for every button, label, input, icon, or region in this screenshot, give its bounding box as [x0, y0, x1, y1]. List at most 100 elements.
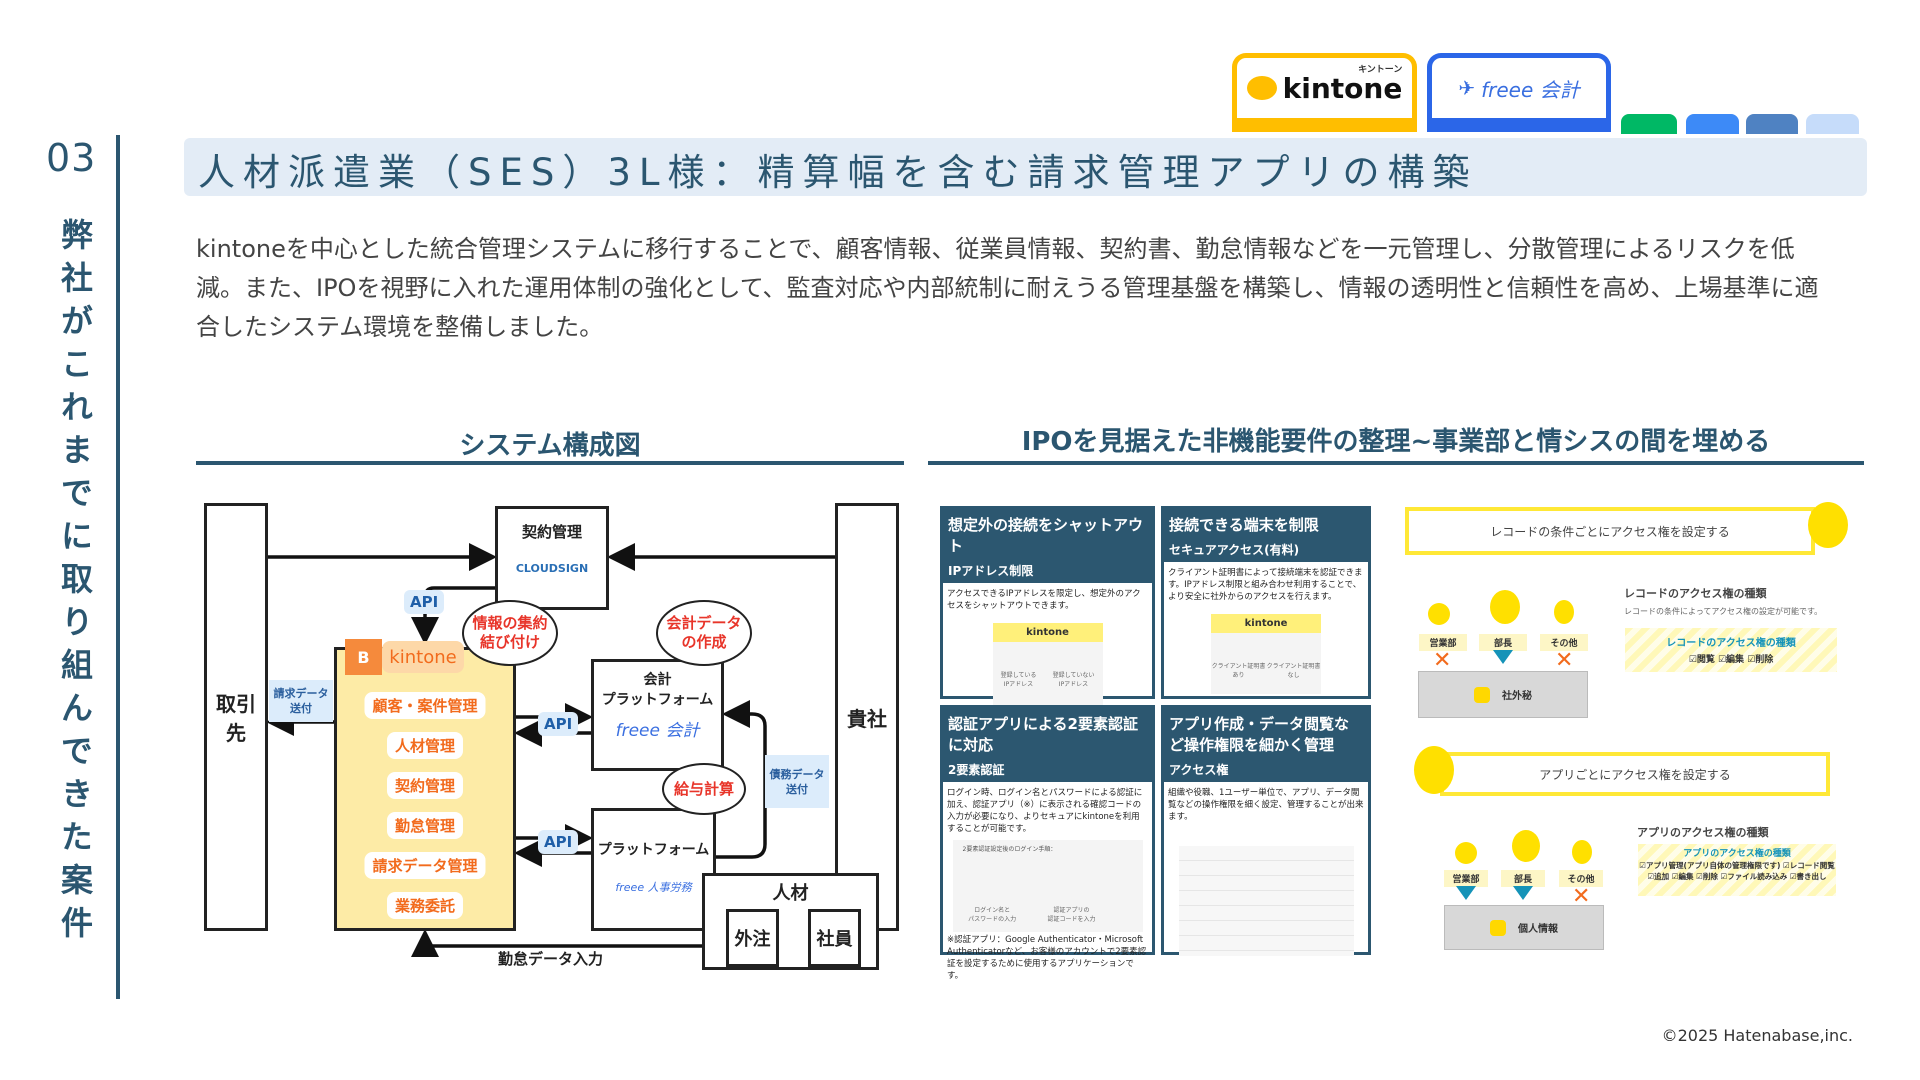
card-subtitle: IPアドレス制限: [948, 564, 1034, 578]
api-label: API: [538, 712, 579, 736]
record-types-title: レコードのアクセス権の種類: [1624, 587, 1767, 600]
ill-label: 登録していない IPアドレス: [1052, 672, 1095, 688]
tab-freee[interactable]: ✈ freee 会計: [1427, 53, 1611, 132]
cloudsign-logo: CLOUDSIGN: [515, 562, 589, 575]
title-bar: [184, 138, 1867, 196]
system-diagram-heading: システム構成図: [459, 431, 641, 461]
card-subtitle: 2要素認証: [948, 763, 1005, 777]
card-title: 接続できる端末を制限: [1169, 516, 1319, 534]
mascot-lock-icon: [1414, 746, 1454, 794]
record-table-thumbnail: 社外秘: [1418, 671, 1588, 718]
api-label: API: [404, 590, 445, 614]
card-footnote: ※認証アプリ：Google Authenticator・Microsoft Au…: [947, 935, 1147, 981]
record-types-desc: レコードの条件によってアクセス権の設定が可能です。: [1624, 607, 1823, 616]
perm: ファイル読み込み: [1727, 872, 1788, 881]
copyright: ©2025 Hatenabase,inc.: [1661, 1026, 1853, 1045]
ill-label: ログイン名と パスワードの入力: [968, 907, 1017, 923]
lock-icon: [1474, 686, 1490, 703]
role-label: その他: [1559, 870, 1603, 887]
tab-green[interactable]: [1621, 114, 1677, 134]
secure-illustration: kintone クライアント証明書 ありクライアント証明書 なし: [1211, 614, 1321, 694]
permission-table-screenshot: [1178, 846, 1354, 956]
record-access-banner: レコードの条件ごとにアクセス権を設定する: [1405, 507, 1815, 555]
kintone-item: 人材管理: [386, 732, 464, 759]
perm: 削除: [1755, 655, 1774, 665]
outsourced-label: 外注: [734, 929, 771, 950]
contract-title: 契約管理: [521, 523, 582, 541]
card-title: 認証アプリによる2要素認証に対応: [948, 715, 1138, 754]
perm: 編集: [1726, 655, 1745, 665]
freee-hr-logo: freee 人事労務: [615, 881, 692, 894]
freee-bird-icon: ✈: [1458, 76, 1476, 100]
attendance-input-label: 勤怠データ入力: [498, 950, 604, 968]
2fa-illustration: 2要素認証設定後のログイン手順： ログイン名と パスワードの入力 認証アプリの 認…: [952, 840, 1143, 932]
card-subtitle: アクセス権: [1169, 763, 1229, 777]
perm: 削除: [1702, 872, 1718, 881]
tab-light[interactable]: [1806, 114, 1859, 134]
mascot-icon: [1455, 842, 1477, 864]
company-label: 貴社: [847, 706, 887, 731]
section-vertical-title: 弊社がこれまでに取り組んできた案件: [56, 218, 94, 949]
role-label: 部長: [1501, 870, 1545, 887]
kintone-item: 契約管理: [386, 772, 464, 799]
client-label: 取引先: [216, 692, 256, 745]
role-label: 営業部: [1419, 634, 1467, 651]
card-secure-access: 接続できる端末を制限セキュアアクセス(有料) クライアント証明書によって接続端末…: [1161, 506, 1371, 699]
card-body: ログイン時、ログイン名とパスワードによる認証に加え、認証アプリ（※）に表示される…: [947, 788, 1143, 834]
app-types-title: アプリのアクセス権の種類: [1637, 826, 1769, 839]
tab-blue[interactable]: [1686, 114, 1739, 134]
kintone-box: 顧客・案件管理 人材管理 契約管理 勤怠管理 請求データ管理 業務委託: [334, 647, 516, 931]
deny-icon: ✕: [1572, 884, 1591, 909]
ill-label: 認証アプリの 認証コードを入力: [1047, 907, 1096, 923]
accounting-platform-box: 会計 プラットフォーム freee 会計: [591, 659, 724, 771]
perm: レコード閲覧: [1789, 861, 1835, 870]
deny-icon: ✕: [1433, 648, 1452, 673]
card-title: 想定外の接続をシャットアウト: [948, 516, 1144, 555]
api-label: API: [538, 830, 579, 854]
freee-accounting-logo: freee 会計: [615, 721, 700, 741]
card-body: アクセスできるIPアドレスを限定し、想定外のアクセスをシャットアウトできます。: [947, 589, 1141, 611]
debt-note: 債務データ 送付: [765, 755, 829, 808]
client-box: 取引先: [204, 503, 268, 931]
perm: 編集: [1678, 872, 1694, 881]
record-types-box: レコードのアクセス権の種類 ☑閲覧 ☑編集 ☑削除: [1625, 628, 1837, 672]
role-label: 部長: [1479, 634, 1527, 651]
mascot-icon: [1512, 830, 1540, 862]
ill-label: クライアント証明書 なし: [1266, 663, 1321, 679]
kintone-ruby: キントーン: [1358, 64, 1403, 75]
kintone-bar: kintone: [1211, 614, 1321, 633]
employee-label: 社員: [816, 929, 853, 950]
role-label: 営業部: [1444, 870, 1488, 887]
hr-platform-box: プラットフォーム freee 人事労務: [591, 808, 716, 931]
page-title: 人材派遣業（SES）3L様：精算幅を含む請求管理アプリの構築: [198, 151, 1478, 194]
kintone-item: 請求データ管理: [364, 852, 486, 879]
card-access-rights: アプリ作成・データ閲覧など操作権限を細かく管理アクセス権 組織や役職、1ユーザー…: [1161, 705, 1371, 956]
ipo-heading: IPOを見据えた非機能要件の整理~事業部と情シスの間を埋める: [1021, 427, 1771, 457]
lock-icon: [1490, 919, 1506, 936]
tab-kintone[interactable]: キントーン kintone: [1232, 53, 1417, 132]
kintone-item: 勤怠管理: [386, 812, 464, 839]
freee-tab-label: freee 会計: [1481, 77, 1580, 102]
app-access-banner: アプリごとにアクセス権を設定する: [1440, 752, 1830, 796]
outsourced-box: 外注: [726, 909, 779, 967]
app-types-box: アプリのアクセス権の種類 ☑アプリ管理(アプリ自体の管理権限です) ☑レコード閲…: [1638, 844, 1836, 896]
perm: 追加: [1654, 872, 1670, 881]
tab-steel[interactable]: [1746, 114, 1798, 134]
role-label: その他: [1540, 634, 1588, 651]
card-body: クライアント証明書によって接続端末を認証できます。IPアドレス制限と組み合わせ利…: [1168, 568, 1363, 602]
card-subtitle: セキュアアクセス(有料): [1169, 543, 1300, 557]
ill-label: 2要素認証設定後のログイン手順：: [962, 846, 1057, 853]
mascot-icon: [1554, 600, 1574, 624]
card-2fa: 認証アプリによる2要素認証に対応 2要素認証 ログイン時、ログイン名とパスワードに…: [940, 705, 1155, 981]
description: kintoneを中心とした統合管理システムに移行することで、顧客情報、従業員情報…: [196, 235, 1819, 341]
box-title: アプリのアクセス権の種類: [1683, 849, 1791, 859]
heading-underline: [196, 461, 904, 465]
deny-icon: ✕: [1555, 648, 1574, 673]
perm: 閲覧: [1696, 655, 1715, 665]
hr-title: プラットフォーム: [597, 842, 710, 858]
kintone-item: 業務委託: [386, 892, 464, 919]
mascot-icon: [1572, 840, 1592, 864]
lock-label: 社外秘: [1502, 691, 1532, 702]
perm: アプリ管理(アプリ自体の管理権限です): [1646, 861, 1781, 870]
contract-management-box: 契約管理 CLOUDSIGN: [495, 506, 609, 610]
